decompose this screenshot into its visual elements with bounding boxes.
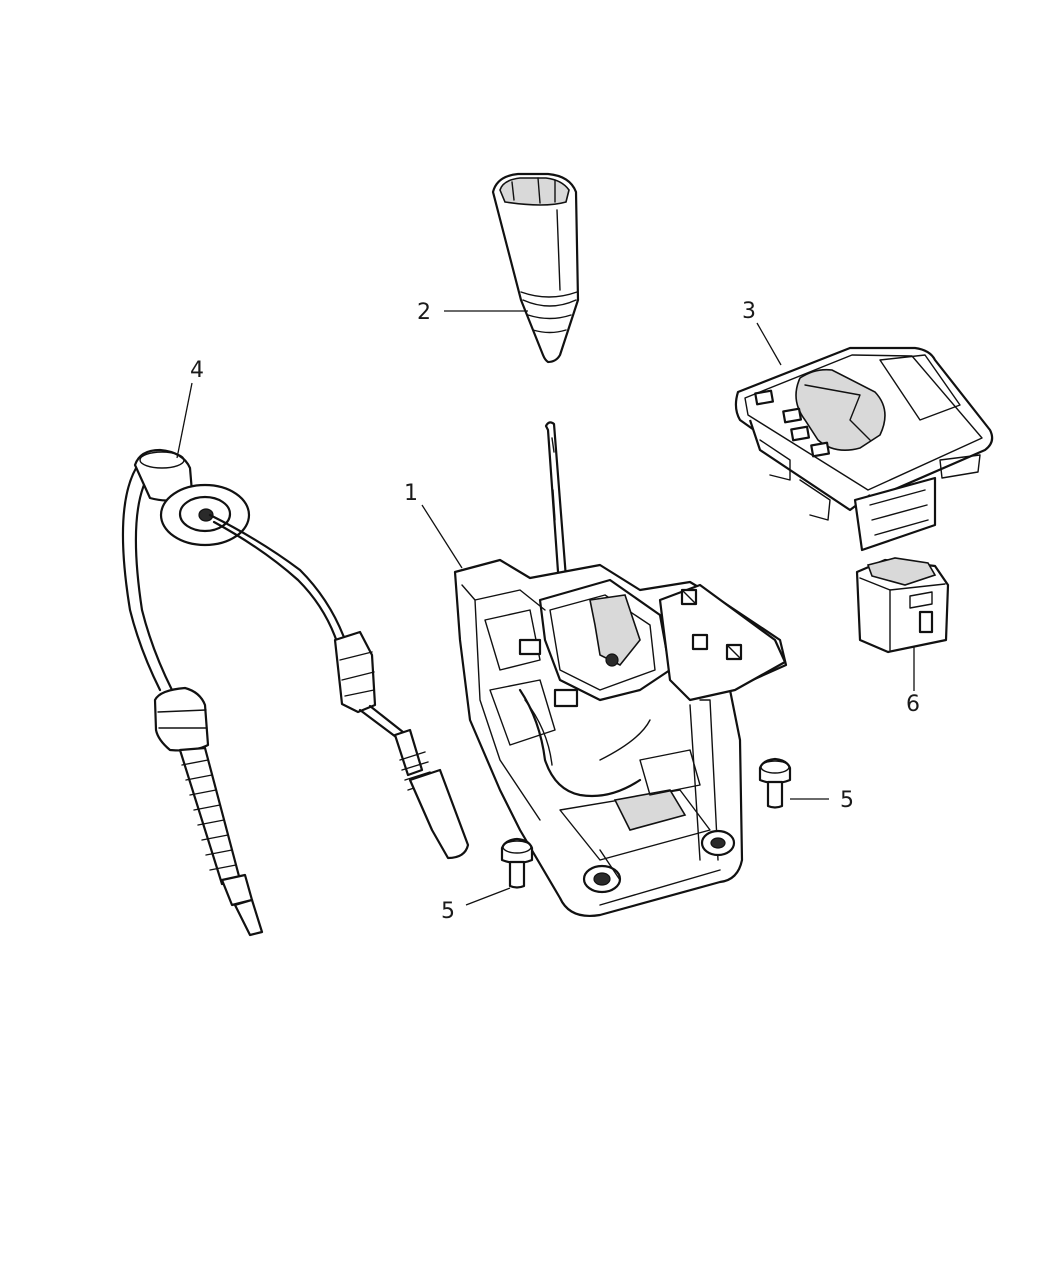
callout-5-left: 5 (441, 899, 455, 924)
bolt-right (758, 757, 792, 809)
callout-4: 4 (190, 358, 204, 383)
callout-labels: 1 2 3 4 5 5 6 (190, 299, 920, 924)
shift-cable (121, 448, 470, 937)
callout-6: 6 (906, 692, 920, 717)
callout-3: 3 (742, 299, 756, 324)
bolt-left (500, 837, 534, 889)
switch-module (855, 557, 950, 654)
callout-5-right: 5 (840, 788, 854, 813)
shifter-assembly (453, 421, 788, 917)
leader-4 (176, 382, 193, 459)
leader-3 (756, 322, 782, 366)
leader-1 (421, 504, 463, 569)
callout-2: 2 (417, 300, 431, 325)
leader-lines (176, 310, 915, 906)
callout-1: 1 (404, 481, 418, 506)
shift-knob (491, 172, 580, 364)
shifter-bezel (734, 346, 994, 552)
leader-5-left (465, 887, 511, 906)
